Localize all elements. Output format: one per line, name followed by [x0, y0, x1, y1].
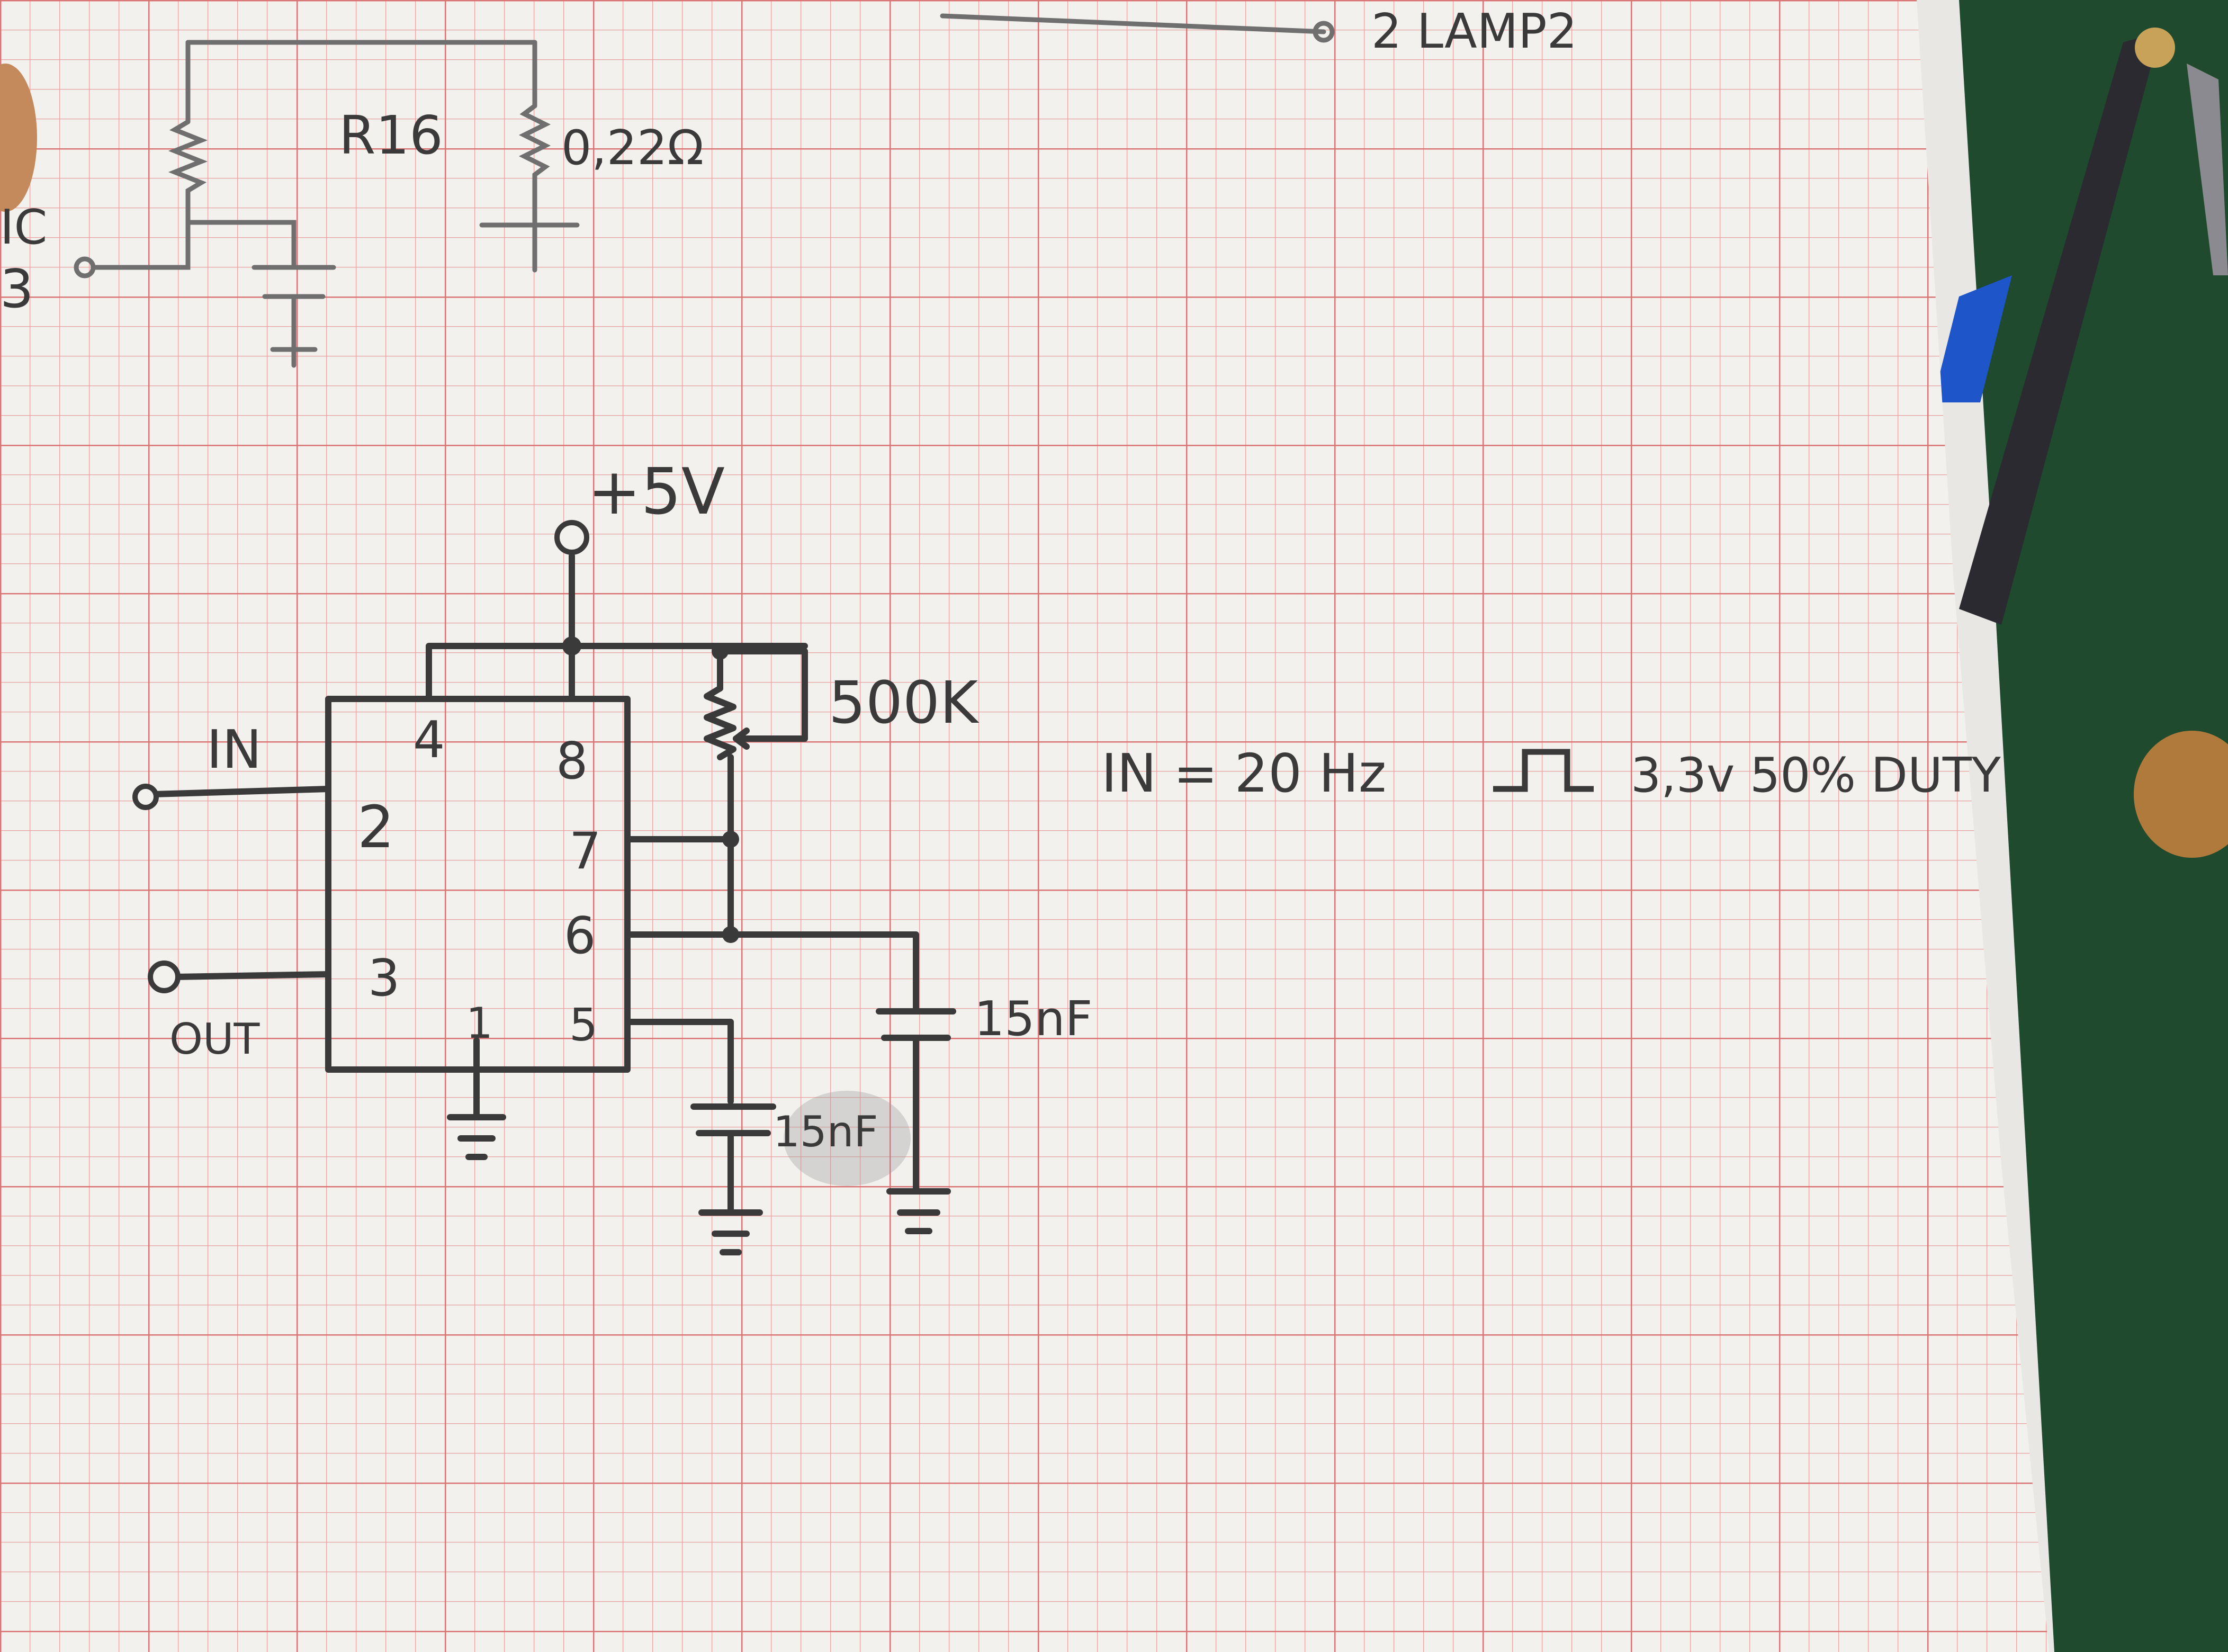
cork-object — [2134, 731, 2228, 858]
pot-label: 500K — [829, 669, 980, 737]
pin-label-1: 1 — [466, 999, 493, 1048]
junction-pot — [712, 643, 729, 660]
junction-pin7 — [722, 831, 739, 848]
ic-input-wire — [93, 220, 297, 270]
ic-input-terminal — [74, 256, 96, 279]
top-fragment — [74, 13, 1335, 368]
pin-label-6: 6 — [564, 907, 596, 965]
finger — [0, 64, 37, 212]
note-amplitude-duty: 3,3v 50% DUTY — [1631, 748, 2001, 803]
supply-label: +5V — [588, 455, 725, 529]
pin-label-7: 7 — [569, 822, 601, 881]
graph-paper — [0, 0, 2049, 1652]
lamp-terminal — [1313, 21, 1335, 43]
pin-label-2: 2 — [357, 793, 394, 861]
pin-label-8: 8 — [556, 732, 588, 791]
pot-wiper-loop — [717, 648, 808, 742]
circuit-nodes — [562, 636, 739, 943]
output-terminal — [148, 960, 181, 993]
potentiometer — [704, 685, 736, 760]
pin3-wire — [172, 971, 331, 980]
terminals — [132, 520, 589, 993]
pin2-wire — [150, 786, 331, 797]
resistor-left — [168, 119, 208, 225]
pin-label-4: 4 — [413, 711, 445, 769]
pencil-smudge — [784, 1091, 911, 1186]
note-frequency: IN = 20 Hz — [1101, 742, 1386, 804]
junction-pin6 — [722, 926, 739, 943]
circuit-wires — [150, 553, 956, 1255]
pen-object — [1933, 28, 2228, 625]
output-label: OUT — [169, 1014, 260, 1064]
square-wave-icon — [1493, 749, 1594, 792]
resistor-right — [518, 103, 551, 225]
input-label: IN — [206, 719, 262, 780]
pin-label-3: 3 — [368, 949, 400, 1008]
input-terminal — [132, 784, 159, 810]
ic-pin-label: 3 — [0, 258, 34, 320]
wiper-arrow — [733, 728, 750, 750]
lamp-label: 2 LAMP2 — [1371, 4, 1577, 59]
pin-label-5: 5 — [569, 999, 598, 1052]
ic-label: IC — [0, 200, 47, 255]
pin5-wire — [624, 1019, 734, 1105]
resistor-value: 0,22Ω — [561, 120, 704, 176]
cap-timing-label: 15nF — [974, 991, 1092, 1047]
junction-vcc — [562, 636, 581, 656]
supply-terminal — [554, 520, 589, 555]
cap-control-label: 15nF — [773, 1107, 878, 1156]
lamp-wire — [940, 13, 1326, 34]
resistor-label: R16 — [339, 104, 443, 166]
